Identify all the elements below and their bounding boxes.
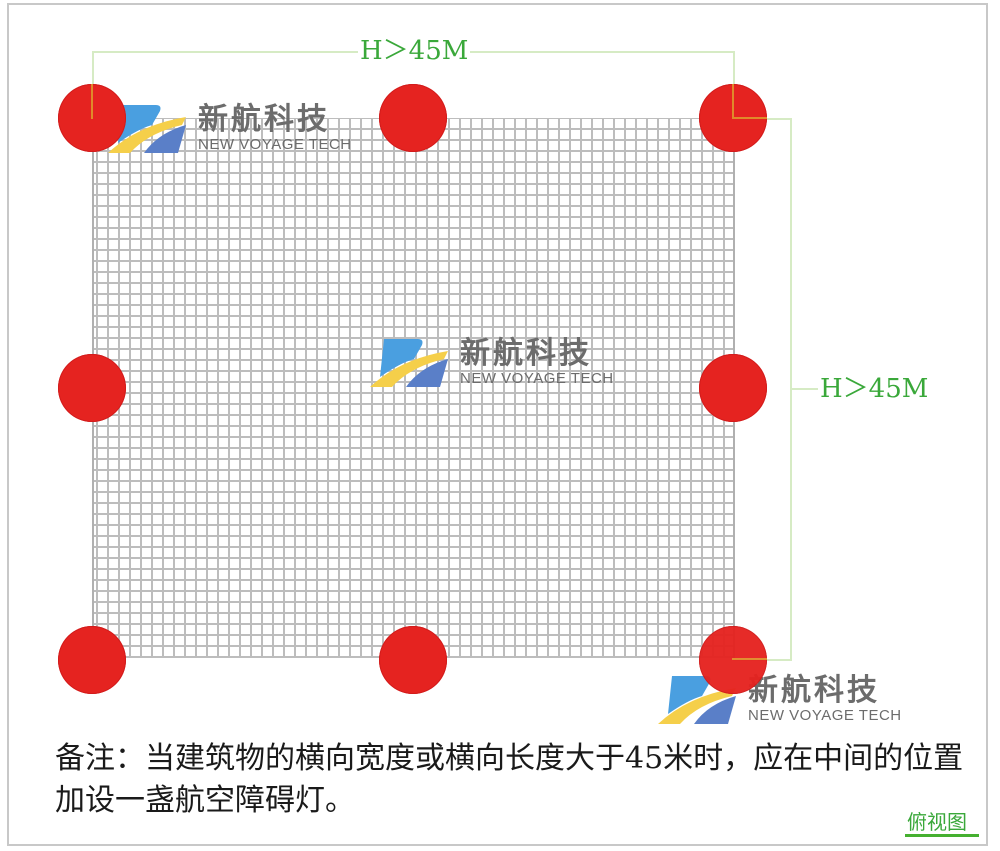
view-label-underline <box>905 834 979 837</box>
logo-name-en: NEW VOYAGE TECH <box>198 135 352 153</box>
logo-name-en: NEW VOYAGE TECH <box>748 706 902 724</box>
obstruction-lamp-bottom-middle <box>379 626 447 694</box>
right-dimension-label-leader <box>790 388 820 390</box>
obstruction-lamp-bottom-left <box>58 626 126 694</box>
logo-name-cn: 新航科技 <box>748 673 880 709</box>
obstruction-lamp-middle-right <box>699 354 767 422</box>
logo-name-cn: 新航科技 <box>198 102 330 138</box>
obstruction-lamp-top-right <box>699 84 767 152</box>
logo-name-en: NEW VOYAGE TECH <box>460 369 614 387</box>
logo-mark-icon <box>370 337 450 389</box>
obstruction-lamp-top-left <box>58 84 126 152</box>
diagram-frame <box>7 3 988 846</box>
top-dimension-label: H＞45M <box>358 36 471 66</box>
watermark-logo-center: 新航科技 NEW VOYAGE TECH <box>370 337 614 389</box>
logo-mark-icon <box>658 674 738 726</box>
logo-name-cn: 新航科技 <box>460 336 592 372</box>
remark-note: 备注：当建筑物的横向宽度或横向长度大于45米时，应在中间的位置加设一盏航空障碍灯… <box>55 741 964 818</box>
obstruction-lamp-top-middle <box>379 84 447 152</box>
obstruction-lamp-bottom-right <box>699 626 767 694</box>
watermark-logo-bottom: 新航科技 NEW VOYAGE TECH <box>658 674 902 726</box>
logo-mark-icon <box>108 103 188 155</box>
obstruction-lamp-middle-left <box>58 354 126 422</box>
watermark-logo-top: 新航科技 NEW VOYAGE TECH <box>108 103 352 155</box>
right-dimension-label: H＞45M <box>818 374 931 404</box>
building-roof-grid <box>92 118 735 658</box>
view-label: 俯视图 <box>907 810 967 834</box>
